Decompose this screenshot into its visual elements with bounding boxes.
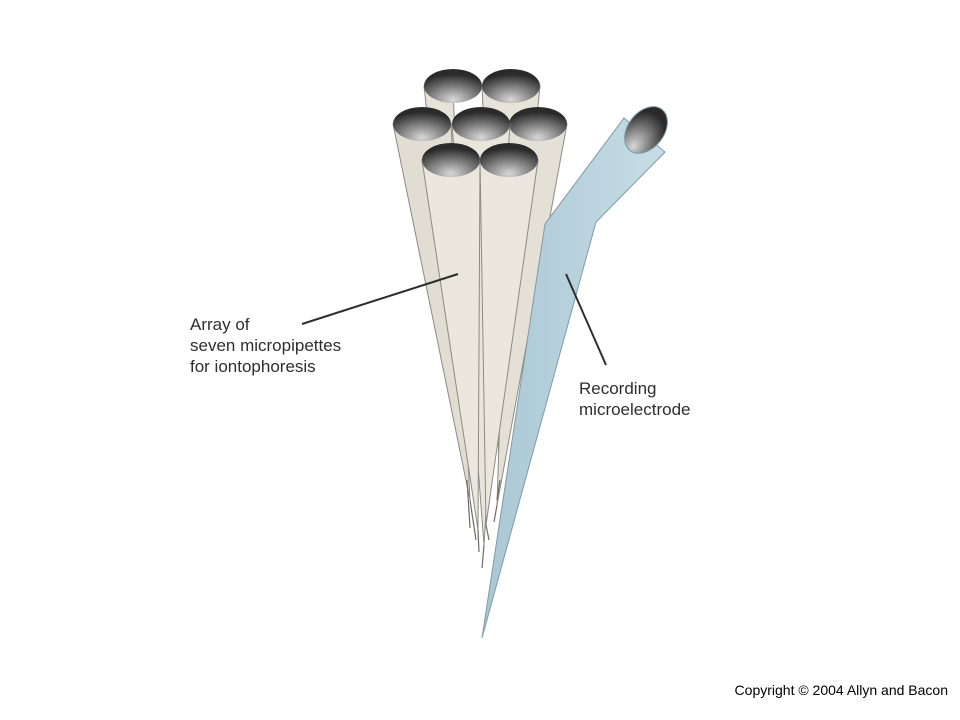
label-line: Array of — [190, 315, 250, 334]
recording-microelectrode — [481, 106, 668, 639]
recording-microelectrode-label: Recording microelectrode — [579, 378, 691, 420]
micropipette-tips — [466, 479, 501, 569]
micropipette-array-label: Array of seven micropipettes for iontoph… — [190, 314, 341, 377]
array-leader-line — [301, 273, 459, 325]
label-line: microelectrode — [579, 400, 691, 419]
label-line: Recording — [579, 379, 657, 398]
copyright-notice: Copyright © 2004 Allyn and Bacon — [734, 682, 948, 698]
recording-leader-line — [565, 273, 607, 366]
micropipette-front-left — [421, 143, 481, 531]
label-line: for iontophoresis — [190, 357, 316, 376]
label-line: seven micropipettes — [190, 336, 342, 355]
micropipette-front-right — [479, 143, 539, 526]
